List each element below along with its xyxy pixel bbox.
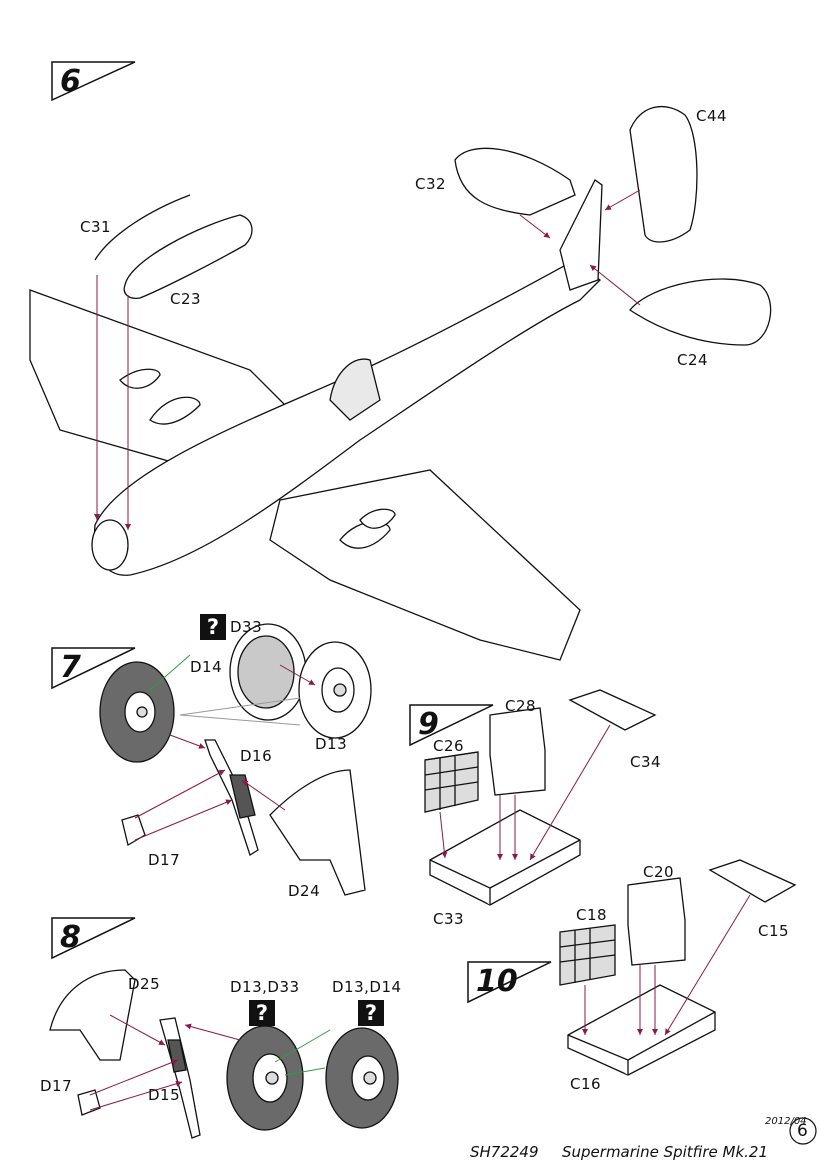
label-c26: C26 <box>433 737 465 755</box>
step6-arrows <box>94 189 641 530</box>
label-d24: D24 <box>288 882 321 900</box>
label-c32: C32 <box>415 175 447 193</box>
step10-arrows <box>582 894 751 1036</box>
label-c44: C44 <box>696 107 728 125</box>
question-mark-icon-left: ? <box>249 1000 275 1026</box>
part-c23-shape <box>123 214 253 299</box>
label-c15: C15 <box>758 922 790 940</box>
label-c31: C31 <box>80 218 112 236</box>
label-c18: C18 <box>576 906 608 924</box>
step7-hub-d33 <box>229 623 307 721</box>
part-c44-shape <box>629 106 698 243</box>
label-c23: C23 <box>170 290 202 308</box>
label-d33: D33 <box>230 618 263 636</box>
step8-flag <box>51 917 136 960</box>
step10-flag <box>467 961 552 1004</box>
step10-housing-c16 <box>567 984 716 1076</box>
label-c28: C28 <box>505 697 537 715</box>
part-c24-shape <box>629 278 772 346</box>
label-c16: C16 <box>570 1075 602 1093</box>
step7-wheel <box>99 661 175 763</box>
question-mark-icon: ? <box>200 614 226 640</box>
step7-arrows <box>134 769 286 841</box>
page-number-circle <box>789 1117 817 1145</box>
print-date: 2012/04 <box>765 1116 807 1127</box>
label-d17: D17 <box>148 851 181 869</box>
step8-leg <box>159 1017 201 1139</box>
step9-housing-c33 <box>429 809 581 906</box>
kit-title: Supermarine Spitfire Mk.21 <box>562 1143 769 1161</box>
step7-wheel-d13 <box>298 641 372 739</box>
step8-wheel-right <box>325 1027 399 1129</box>
step8-wheel-left <box>226 1025 304 1131</box>
label-d17-step8: D17 <box>40 1077 73 1095</box>
label-c33: C33 <box>433 910 465 928</box>
part-c31-shape <box>94 194 191 261</box>
label-d25: D25 <box>128 975 161 993</box>
step7-d24 <box>269 769 366 896</box>
label-d13: D13 <box>315 735 348 753</box>
step8-d17 <box>77 1089 101 1116</box>
step9-arrows <box>439 724 611 861</box>
kit-code: SH72249 <box>470 1143 539 1161</box>
step7-lines <box>149 654 316 749</box>
label-d13-d33: D13,D33 <box>230 978 300 996</box>
step7-d17 <box>121 814 146 847</box>
step8-lines <box>89 1014 331 1111</box>
part-c32-shape <box>454 147 576 216</box>
label-d13-d14: D13,D14 <box>332 978 402 996</box>
step10-c18 <box>559 924 616 986</box>
step6-flag <box>51 61 136 102</box>
label-c20: C20 <box>643 863 675 881</box>
step9-c28 <box>489 707 546 796</box>
label-d15: D15 <box>148 1086 181 1104</box>
question-mark-icon-right: ? <box>358 1000 384 1026</box>
page-number: 6 <box>797 1121 809 1141</box>
step9-c26 <box>424 751 479 813</box>
step9-c34 <box>568 689 657 731</box>
label-d14: D14 <box>190 658 223 676</box>
step10-c15 <box>708 859 797 903</box>
spitfire-fuselage <box>29 179 603 661</box>
label-d16: D16 <box>240 747 273 765</box>
step10-c20 <box>627 877 686 966</box>
label-c34: C34 <box>630 753 662 771</box>
step7-leg-d16 <box>204 739 259 856</box>
step8-d25 <box>49 969 136 1061</box>
step7-flag <box>51 647 136 690</box>
step9-flag <box>409 704 494 747</box>
label-c24: C24 <box>677 351 709 369</box>
